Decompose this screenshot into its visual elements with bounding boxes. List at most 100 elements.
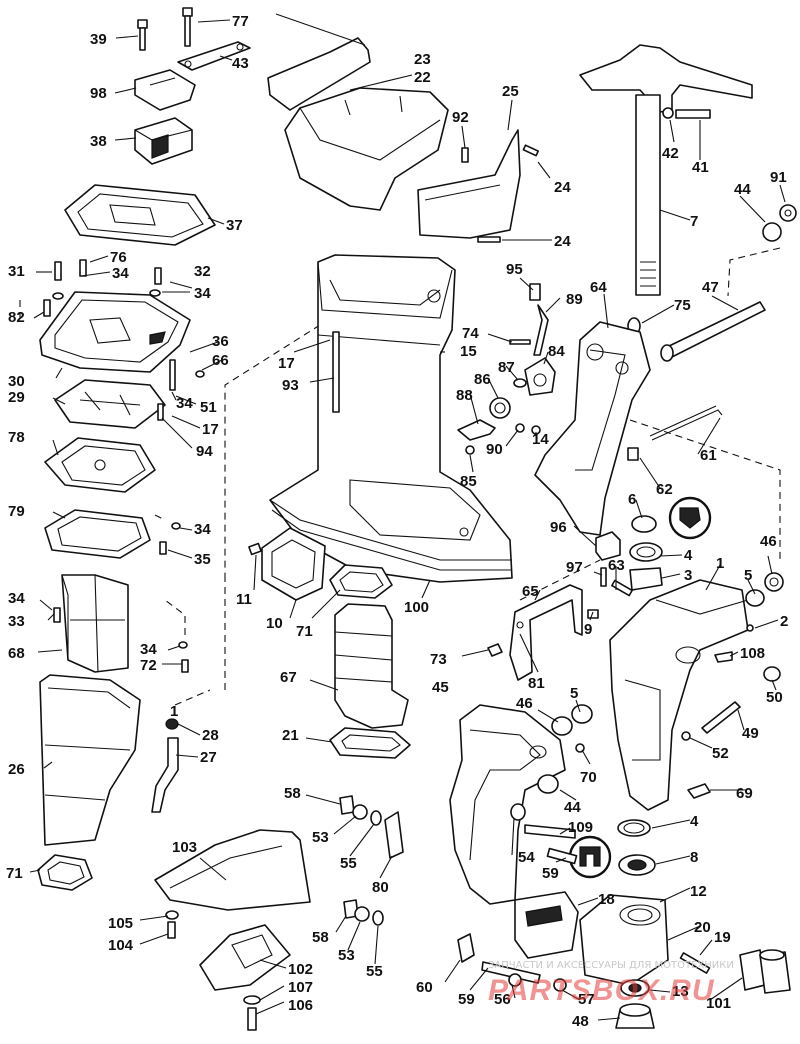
bushing-hardware [339,795,404,926]
part-21-gasket [329,727,411,759]
callout-72: 72 [140,657,157,674]
part-15-driveshaft-housing [269,254,513,583]
callout-29: 29 [8,389,25,406]
callout-27: 27 [200,749,217,766]
callout-75: 75 [674,297,691,314]
callout-80: 80 [372,879,389,896]
callout-74: 74 [462,325,479,342]
callout-86: 86 [474,371,491,388]
callout-97: 97 [566,559,583,576]
part-44-91-nuts [762,204,797,242]
callout-48: 48 [572,1013,589,1030]
callout-71: 71 [6,865,23,882]
callout-55: 55 [340,855,357,872]
part-71-gasket [37,854,93,891]
callout-30: 30 [8,373,25,390]
pin-and-bushings [595,515,663,597]
callout-37: 37 [226,217,243,234]
callout-8: 8 [690,849,698,866]
watermark: ЗАПЧАСТИ И АКСЕССУАРЫ ДЛЯ МОТОТЕХНИКИ PA… [488,960,734,1007]
callout-65: 65 [522,583,539,600]
callout-77: 77 [232,13,249,30]
part-26-exhaust-tube [39,674,141,846]
part-38-coil [134,117,193,165]
callout-94: 94 [196,443,213,460]
part-27-28-hose [151,718,179,813]
callout-59b: 59 [458,991,475,1008]
callout-34c: 34 [176,395,193,412]
callout-109: 109 [568,819,593,836]
callout-17b: 17 [278,355,295,372]
callout-62: 62 [656,481,673,498]
callout-90: 90 [486,441,503,458]
callout-34f: 34 [140,641,157,658]
callout-5: 5 [744,567,752,584]
callout-96: 96 [550,519,567,536]
bottom-left-hardware [165,910,261,1031]
callout-6: 6 [628,491,636,508]
callout-76: 76 [110,249,127,266]
part-30-adapter-plate [39,291,191,373]
callout-numbers: 39 77 43 98 38 37 76 31 34 32 34 82 36 6… [6,13,788,1030]
callout-60: 60 [416,979,433,996]
callout-85: 85 [460,473,477,490]
callout-73: 73 [430,651,447,668]
small-hardware-left [43,259,205,673]
callout-102: 102 [288,961,313,978]
callout-36: 36 [212,333,229,350]
callout-15: 15 [460,343,477,360]
callout-44: 44 [734,181,751,198]
callout-70: 70 [580,769,597,786]
callout-88: 88 [456,387,473,404]
callout-53: 53 [312,829,329,846]
callout-34d: 34 [194,521,211,538]
callout-95: 95 [506,261,523,278]
callout-31: 31 [8,263,25,280]
callout-47: 47 [702,279,719,296]
callout-1b: 1 [170,703,178,720]
callout-84: 84 [548,343,565,360]
callout-81: 81 [528,675,545,692]
callout-56: 56 [494,991,511,1008]
part-77-bolt [182,7,193,47]
callout-53b: 53 [338,947,355,964]
part-12-swivel [579,894,669,986]
callout-44b: 44 [564,799,581,816]
callout-89: 89 [566,291,583,308]
callout-33: 33 [8,613,25,630]
part-1-stern-bracket [609,579,749,811]
callout-3: 3 [684,567,692,584]
callout-39: 39 [90,31,107,48]
tilt-lock-parts [457,283,556,455]
callout-19: 19 [714,929,731,946]
callout-58: 58 [284,785,301,802]
callout-14: 14 [532,431,549,448]
part-19-20-screw [679,952,711,974]
part-102-foot [199,924,291,991]
callout-11: 11 [236,591,252,608]
callout-22: 22 [414,69,431,86]
part-25-cover [417,129,521,239]
callout-46b: 46 [516,695,533,712]
callout-5b: 5 [570,685,578,702]
callout-34b: 34 [194,285,211,302]
part-41-42-screw [662,107,711,119]
part-64-swivel [534,321,651,536]
part-79-gasket [44,509,151,559]
part-13-48 [615,979,655,1029]
callout-55b: 55 [366,963,383,980]
callout-18: 18 [598,891,615,908]
callout-92: 92 [452,109,469,126]
callout-68: 68 [8,645,25,662]
callout-17: 17 [202,421,219,438]
callout-24: 24 [554,179,571,196]
callout-82: 82 [8,309,25,326]
callout-34e: 34 [8,590,25,607]
watermark-caption: ЗАПЧАСТИ И АКСЕССУАРЫ ДЛЯ МОТОТЕХНИКИ [488,960,734,971]
callout-43: 43 [232,55,249,72]
callout-107: 107 [288,979,313,996]
part-29-plate [54,379,166,429]
callout-4b: 4 [690,813,699,830]
callout-9: 9 [584,621,592,638]
callout-26: 26 [8,761,25,778]
